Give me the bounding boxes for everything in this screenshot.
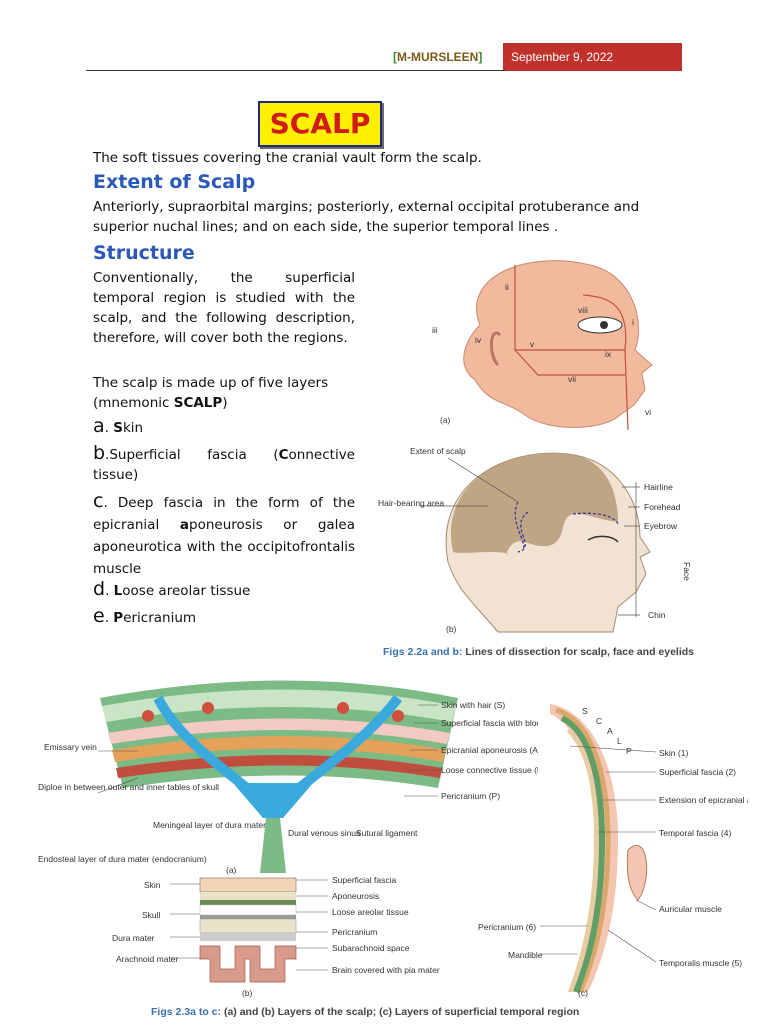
label-hair-bearing: Hair-bearing area <box>378 498 444 508</box>
figure-2-3b-layer-block: Skin Skull Dura mater Arachnoid mater Su… <box>112 875 440 998</box>
label-diploe: Diploe in between outer and inner tables… <box>38 782 219 792</box>
label-extension: Extension of epicranial aponeurosis (3) <box>659 795 748 805</box>
layer-letter: A <box>607 726 613 736</box>
roman-label: v <box>530 339 535 349</box>
layer-item-d: d. Loose areolar tissue <box>93 578 251 600</box>
label-brain: Brain covered with pia mater <box>332 965 440 975</box>
roman-label: vi <box>645 407 651 417</box>
figure-2-2-caption: Figs 2.2a and b: Lines of dissection for… <box>383 646 695 658</box>
layer-letter: S <box>582 706 588 716</box>
label-superficial: Superficial fascia with blood vessels (C… <box>441 718 538 728</box>
label-aponeurosis: Aponeurosis <box>332 891 379 901</box>
page-title: SCALP <box>258 101 382 147</box>
label-temporal-fascia: Temporal fascia (4) <box>659 828 731 838</box>
label-eyebrow: Eyebrow <box>644 521 678 531</box>
label-hairline: Hairline <box>644 482 673 492</box>
label-subarachnoid: Subarachnoid space <box>332 943 410 953</box>
figure-2-2b-scalp-extent: Extent of scalp Hair-bearing area Hairli… <box>378 446 692 634</box>
figure-2-3a-scalp-layers: Emissary vein Diploe in between outer an… <box>38 680 538 875</box>
roman-label: vii <box>568 374 576 384</box>
figure-2-3c-temporal-region: S C A L P Skin (1) Superficial fascia (2… <box>478 704 748 998</box>
header-rule <box>86 70 506 71</box>
label-superficial-fascia: Superficial fascia (2) <box>659 767 736 777</box>
intro-text: The soft tissues covering the cranial va… <box>93 150 482 166</box>
structure-para2: The scalp is made up of five layers (mne… <box>93 375 329 411</box>
author-tag: [M-MURSLEEN] <box>393 50 483 64</box>
extent-heading: Extent of Scalp <box>93 171 256 193</box>
label-endosteal: Endosteal layer of dura mater (endocrani… <box>38 854 207 864</box>
layer-letter: P <box>626 746 632 756</box>
panel-label: (a) <box>440 415 451 425</box>
roman-label: ix <box>605 349 612 359</box>
label-skin: Skin (1) <box>659 748 688 758</box>
layer-item-a: a. Skin <box>93 415 144 437</box>
layer-item-b: b.Superficial fascia (Connective tissue) <box>93 442 355 483</box>
label-skull: Skull <box>142 910 161 920</box>
roman-label: ii <box>505 282 509 292</box>
structure-para1: Conventionally, the superficial temporal… <box>93 270 355 346</box>
label-meningeal: Meningeal layer of dura mater <box>153 820 266 830</box>
label-pericranium: Pericranium <box>332 927 377 937</box>
label-face: Face <box>682 562 692 581</box>
label-arachnoid: Arachnoid mater <box>116 954 179 964</box>
label-lines <box>97 704 438 797</box>
panel-label: (a) <box>226 865 237 875</box>
roman-label: viii <box>578 305 588 315</box>
layer-item-e: e. Pericranium <box>93 605 197 627</box>
panel-label: (b) <box>242 988 253 998</box>
structure-heading: Structure <box>93 242 195 264</box>
label-auricular: Auricular muscle <box>659 904 722 914</box>
roman-label: i <box>632 317 634 327</box>
label-chin: Chin <box>648 610 666 620</box>
label-emissary: Emissary vein <box>44 742 97 752</box>
extent-text: Anteriorly, supraorbital margins; poster… <box>93 199 640 235</box>
figure-2-2a-head-lines: iii ii viii i iv v ix vii vi (a) <box>432 260 653 431</box>
label-pericranium: Pericranium (6) <box>478 922 536 932</box>
label-temporalis: Temporalis muscle (5) <box>659 958 742 968</box>
label-forehead: Forehead <box>644 502 681 512</box>
roman-label: iv <box>475 335 482 345</box>
roman-label: iii <box>432 325 438 335</box>
label-mandible: Mandible <box>508 950 543 960</box>
label-loose: Loose connective tissue (L) <box>441 765 538 775</box>
layer-letter: C <box>596 716 602 726</box>
label-epicranial: Epicranial aponeurosis (A) <box>441 745 538 755</box>
layer-item-c: c. Deep fascia in the form of the epicra… <box>93 490 355 577</box>
label-sutural: Sutural ligament <box>356 828 418 838</box>
layer-letter: L <box>617 736 622 746</box>
panel-label: (b) <box>446 624 457 634</box>
label-dural: Dural venous sinus <box>288 828 360 838</box>
label-skin: Skin <box>144 880 161 890</box>
label-superficial-fascia: Superficial fascia <box>332 875 397 885</box>
label-dura: Dura mater <box>112 933 155 943</box>
label-extent: Extent of scalp <box>410 446 466 456</box>
date-badge: September 9, 2022 <box>503 43 682 71</box>
figure-2-3-caption: Figs 2.3a to c: (a) and (b) Layers of th… <box>151 1006 580 1018</box>
panel-label: (c) <box>578 988 588 998</box>
label-pericranium: Pericranium (P) <box>441 791 500 801</box>
label-loose-areolar: Loose areolar tissue <box>332 907 409 917</box>
label-skin: Skin with hair (S) <box>441 700 505 710</box>
